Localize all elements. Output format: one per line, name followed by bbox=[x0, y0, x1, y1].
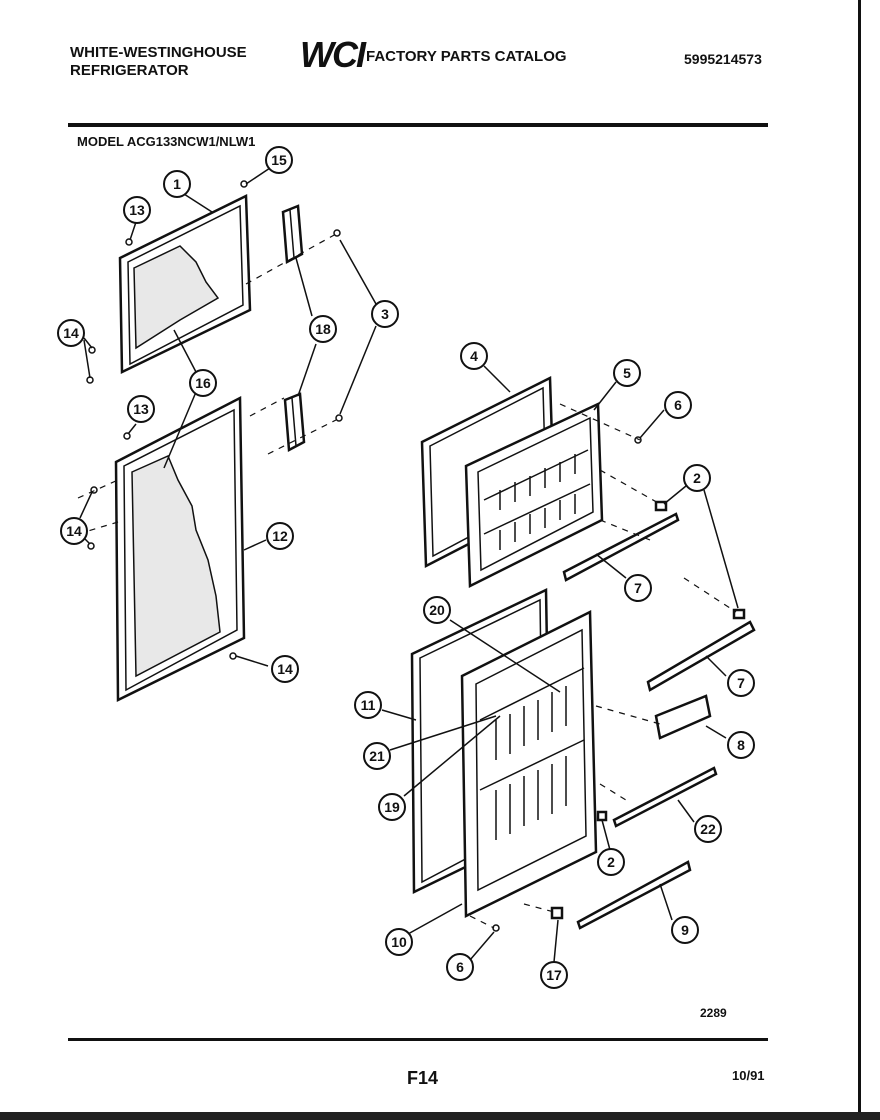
callout-4: 4 bbox=[460, 342, 488, 370]
callout-19: 19 bbox=[378, 793, 406, 821]
svg-text:13: 13 bbox=[129, 202, 145, 218]
callout-22: 22 bbox=[694, 815, 722, 843]
footer-rule bbox=[68, 1038, 768, 1041]
svg-text:14: 14 bbox=[277, 661, 293, 677]
scan-edge bbox=[0, 1112, 880, 1120]
svg-text:13: 13 bbox=[133, 401, 149, 417]
hinge-lower bbox=[283, 392, 306, 453]
svg-text:2: 2 bbox=[607, 854, 615, 870]
callout-17: 17 bbox=[540, 961, 568, 989]
callout-2: 2 bbox=[683, 464, 711, 492]
callout-7: 7 bbox=[727, 669, 755, 697]
freezer-door-liner bbox=[464, 402, 604, 588]
fresh-food-door-liner bbox=[460, 610, 598, 918]
svg-text:20: 20 bbox=[429, 602, 445, 618]
callout-13: 13 bbox=[123, 196, 151, 224]
small-clips bbox=[550, 500, 746, 920]
fresh-food-door-gasket bbox=[114, 395, 246, 702]
hinge-upper bbox=[281, 204, 304, 265]
header-rule bbox=[68, 123, 768, 127]
svg-text:18: 18 bbox=[315, 321, 331, 337]
svg-text:16: 16 bbox=[195, 375, 211, 391]
callout-3: 3 bbox=[371, 300, 399, 328]
svg-text:11: 11 bbox=[361, 697, 376, 713]
svg-text:10: 10 bbox=[391, 934, 407, 950]
callout-11: 11 bbox=[354, 691, 382, 719]
catalog-date: 10/91 bbox=[732, 1068, 765, 1083]
page-number: F14 bbox=[407, 1068, 439, 1088]
callout-13: 13 bbox=[127, 395, 155, 423]
svg-text:3: 3 bbox=[381, 306, 389, 322]
callout-2: 2 bbox=[597, 848, 625, 876]
wci-logo: WCI bbox=[300, 34, 366, 75]
model-number: MODEL ACG133NCW1/NLW1 bbox=[77, 134, 256, 149]
callout-15: 15 bbox=[265, 146, 293, 174]
svg-text:15: 15 bbox=[271, 152, 287, 168]
callout-6: 6 bbox=[664, 391, 692, 419]
callout-1: 1 bbox=[163, 170, 191, 198]
freezer-door-gasket bbox=[118, 194, 252, 374]
shelf-bars bbox=[562, 512, 756, 930]
svg-text:4: 4 bbox=[470, 348, 478, 364]
svg-text:22: 22 bbox=[700, 821, 716, 837]
svg-text:21: 21 bbox=[369, 748, 385, 764]
catalog-number: 5995214573 bbox=[684, 51, 762, 67]
svg-text:12: 12 bbox=[272, 528, 288, 544]
svg-text:5: 5 bbox=[623, 365, 631, 381]
product-type: REFRIGERATOR bbox=[70, 62, 189, 79]
callout-16: 16 bbox=[189, 369, 217, 397]
callout-9: 9 bbox=[671, 916, 699, 944]
callout-14: 14 bbox=[271, 655, 299, 683]
brand-block: WHITE-WESTINGHOUSE REFRIGERATOR bbox=[70, 44, 247, 80]
callout-10: 10 bbox=[385, 928, 413, 956]
callout-20: 20 bbox=[423, 596, 451, 624]
callout-5: 5 bbox=[613, 359, 641, 387]
callout-7: 7 bbox=[624, 574, 652, 602]
svg-text:9: 9 bbox=[681, 922, 689, 938]
callout-8: 8 bbox=[727, 731, 755, 759]
svg-text:14: 14 bbox=[66, 523, 82, 539]
callout-14: 14 bbox=[57, 319, 85, 347]
callout-18: 18 bbox=[309, 315, 337, 343]
callout-14: 14 bbox=[60, 517, 88, 545]
brand-name: WHITE-WESTINGHOUSE bbox=[70, 44, 247, 61]
callout-21: 21 bbox=[363, 742, 391, 770]
catalog-title: FACTORY PARTS CATALOG bbox=[366, 48, 567, 65]
svg-text:8: 8 bbox=[737, 737, 745, 753]
drawing-number: 2289 bbox=[700, 1006, 727, 1020]
svg-text:19: 19 bbox=[384, 799, 400, 815]
screw-icons bbox=[86, 180, 642, 932]
svg-text:6: 6 bbox=[456, 959, 464, 975]
svg-text:7: 7 bbox=[737, 675, 745, 691]
svg-text:6: 6 bbox=[674, 397, 682, 413]
callout-6: 6 bbox=[446, 953, 474, 981]
page-edge bbox=[858, 0, 861, 1120]
svg-text:2: 2 bbox=[693, 470, 701, 486]
svg-text:14: 14 bbox=[63, 325, 79, 341]
svg-text:7: 7 bbox=[634, 580, 642, 596]
svg-text:1: 1 bbox=[173, 176, 181, 192]
callout-12: 12 bbox=[266, 522, 294, 550]
svg-text:17: 17 bbox=[546, 967, 562, 983]
